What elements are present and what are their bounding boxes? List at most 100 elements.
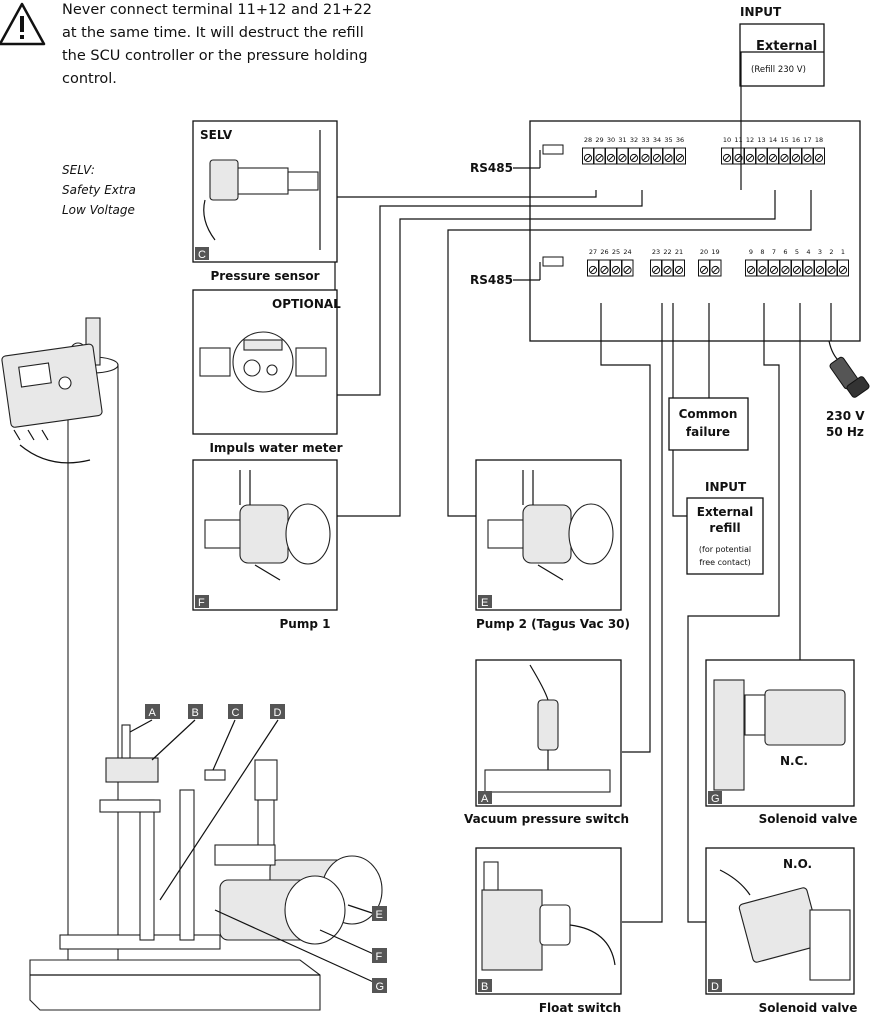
input-mid-title-2: refill	[709, 521, 740, 535]
input-mid-sub-1: (for potential	[699, 545, 751, 554]
terminal-34-label: 34	[653, 136, 661, 144]
float-switch-letter: B	[481, 981, 488, 993]
terminal-17-slot	[804, 155, 811, 161]
system-illustration	[1, 317, 383, 1011]
terminal-27-label: 27	[589, 248, 597, 256]
power-frequency: 50 Hz	[826, 425, 864, 439]
input-top-box	[739, 23, 825, 87]
terminal-24-label: 24	[623, 248, 631, 256]
terminal-26-label: 26	[600, 248, 608, 256]
water-meter-caption: Impuls water meter	[209, 441, 342, 455]
callout-g-letter: G	[376, 981, 385, 993]
callout-c-letter: C	[232, 707, 240, 719]
rs485-label-bottom: RS485	[470, 273, 513, 287]
terminal-28-label: 28	[584, 136, 592, 144]
pressure-sensor-tag: SELV	[200, 128, 233, 142]
warning-line-3: the SCU controller or the pressure holdi…	[62, 48, 368, 64]
warning-line-4: control.	[62, 71, 117, 87]
input-top-sub: (Refill 230 V)	[751, 65, 806, 75]
float-switch-letter-badge	[478, 979, 492, 992]
terminal-5-slot	[794, 267, 800, 273]
terminal-10-slot	[724, 155, 730, 161]
terminal-24-slot	[624, 267, 631, 273]
terminal-29-label: 29	[595, 136, 603, 144]
callout-c-badge	[228, 704, 243, 719]
pump-2-illustration	[487, 470, 614, 581]
selv-note-1: SELV:	[62, 163, 95, 177]
terminal-18-slot	[816, 155, 822, 161]
terminal-16-label: 16	[792, 136, 800, 144]
terminal-14-slot	[770, 155, 776, 161]
warning-line-2: at the same time. It will destruct the r…	[62, 25, 364, 41]
selv-note-3: Low Voltage	[62, 203, 135, 217]
terminal-31-slot	[619, 155, 626, 161]
solenoid-d-illustration	[719, 869, 851, 981]
solenoid-g-caption: Solenoid valve	[759, 812, 858, 826]
terminal-36-label: 36	[676, 136, 684, 144]
terminal-18-label: 18	[815, 136, 823, 144]
terminal-10-label: 10	[723, 136, 731, 144]
rs485-port-top	[542, 144, 564, 155]
terminal-21-slot	[676, 267, 682, 273]
callout-b-letter: B	[192, 707, 199, 719]
solenoid-d-letter-badge	[708, 979, 722, 992]
pump-1-letter: F	[198, 597, 205, 609]
callout-a-letter: A	[149, 707, 157, 719]
terminal-22-label: 22	[663, 248, 671, 256]
callout-e-badge	[372, 906, 387, 921]
terminal-1-label: 1	[841, 248, 845, 256]
warning-icon	[0, 2, 46, 46]
terminal-20-slot	[701, 267, 707, 273]
power-plug-icon	[828, 340, 870, 398]
terminal-16-slot	[793, 155, 799, 161]
solenoid-d-letter: D	[711, 981, 719, 993]
pump-1-caption: Pump 1	[280, 617, 331, 631]
terminal-3-label: 3	[818, 248, 822, 256]
terminal-6-slot	[782, 267, 789, 273]
warning-line-1: Never connect terminal 11+12 and 21+22	[62, 2, 372, 18]
callout-f-letter: F	[376, 951, 383, 963]
terminal-31-label: 31	[618, 136, 626, 144]
terminal-35-slot	[665, 155, 672, 161]
callout-e-letter: E	[376, 909, 383, 921]
water-meter-tag: OPTIONAL	[272, 297, 341, 311]
terminal-11-slot	[735, 155, 742, 161]
terminal-29-slot	[596, 155, 603, 161]
terminal-5-label: 5	[795, 248, 799, 256]
terminal-2-label: 2	[829, 248, 833, 256]
pressure-sensor-illustration	[203, 130, 321, 250]
common-failure-box	[668, 397, 749, 451]
callout-d-badge	[270, 704, 285, 719]
solenoid-d-caption: Solenoid valve	[759, 1001, 858, 1015]
solenoid-g-tag: N.C.	[780, 754, 808, 768]
vacuum-switch-illustration	[484, 664, 611, 793]
pump-1-illustration	[204, 470, 331, 581]
terminal-21-label: 21	[675, 248, 683, 256]
rs485-port-bottom	[542, 256, 564, 267]
terminal-15-slot	[781, 155, 788, 161]
terminal-1-slot	[840, 267, 846, 273]
terminal-3-slot	[817, 267, 823, 273]
pump-2-letter: E	[481, 597, 488, 609]
callout-d-letter: D	[274, 707, 282, 719]
solenoid-g-letter: G	[711, 793, 720, 805]
callout-f-badge	[372, 948, 387, 963]
common-failure-line-1: Common	[679, 407, 738, 421]
callout-g-badge	[372, 978, 387, 993]
terminal-20-label: 20	[700, 248, 708, 256]
solenoid-g-illustration	[713, 679, 846, 791]
solenoid-g-letter-badge	[708, 791, 722, 804]
terminal-4-slot	[805, 267, 812, 273]
terminal-30-slot	[608, 155, 614, 161]
vacuum-switch-letter: A	[481, 793, 489, 805]
terminal-12-slot	[747, 155, 753, 161]
input-mid-box	[686, 497, 764, 575]
callout-b-badge	[188, 704, 203, 719]
terminal-22-slot	[664, 267, 671, 273]
terminal-9-slot	[748, 267, 754, 273]
terminal-8-slot	[759, 267, 766, 273]
